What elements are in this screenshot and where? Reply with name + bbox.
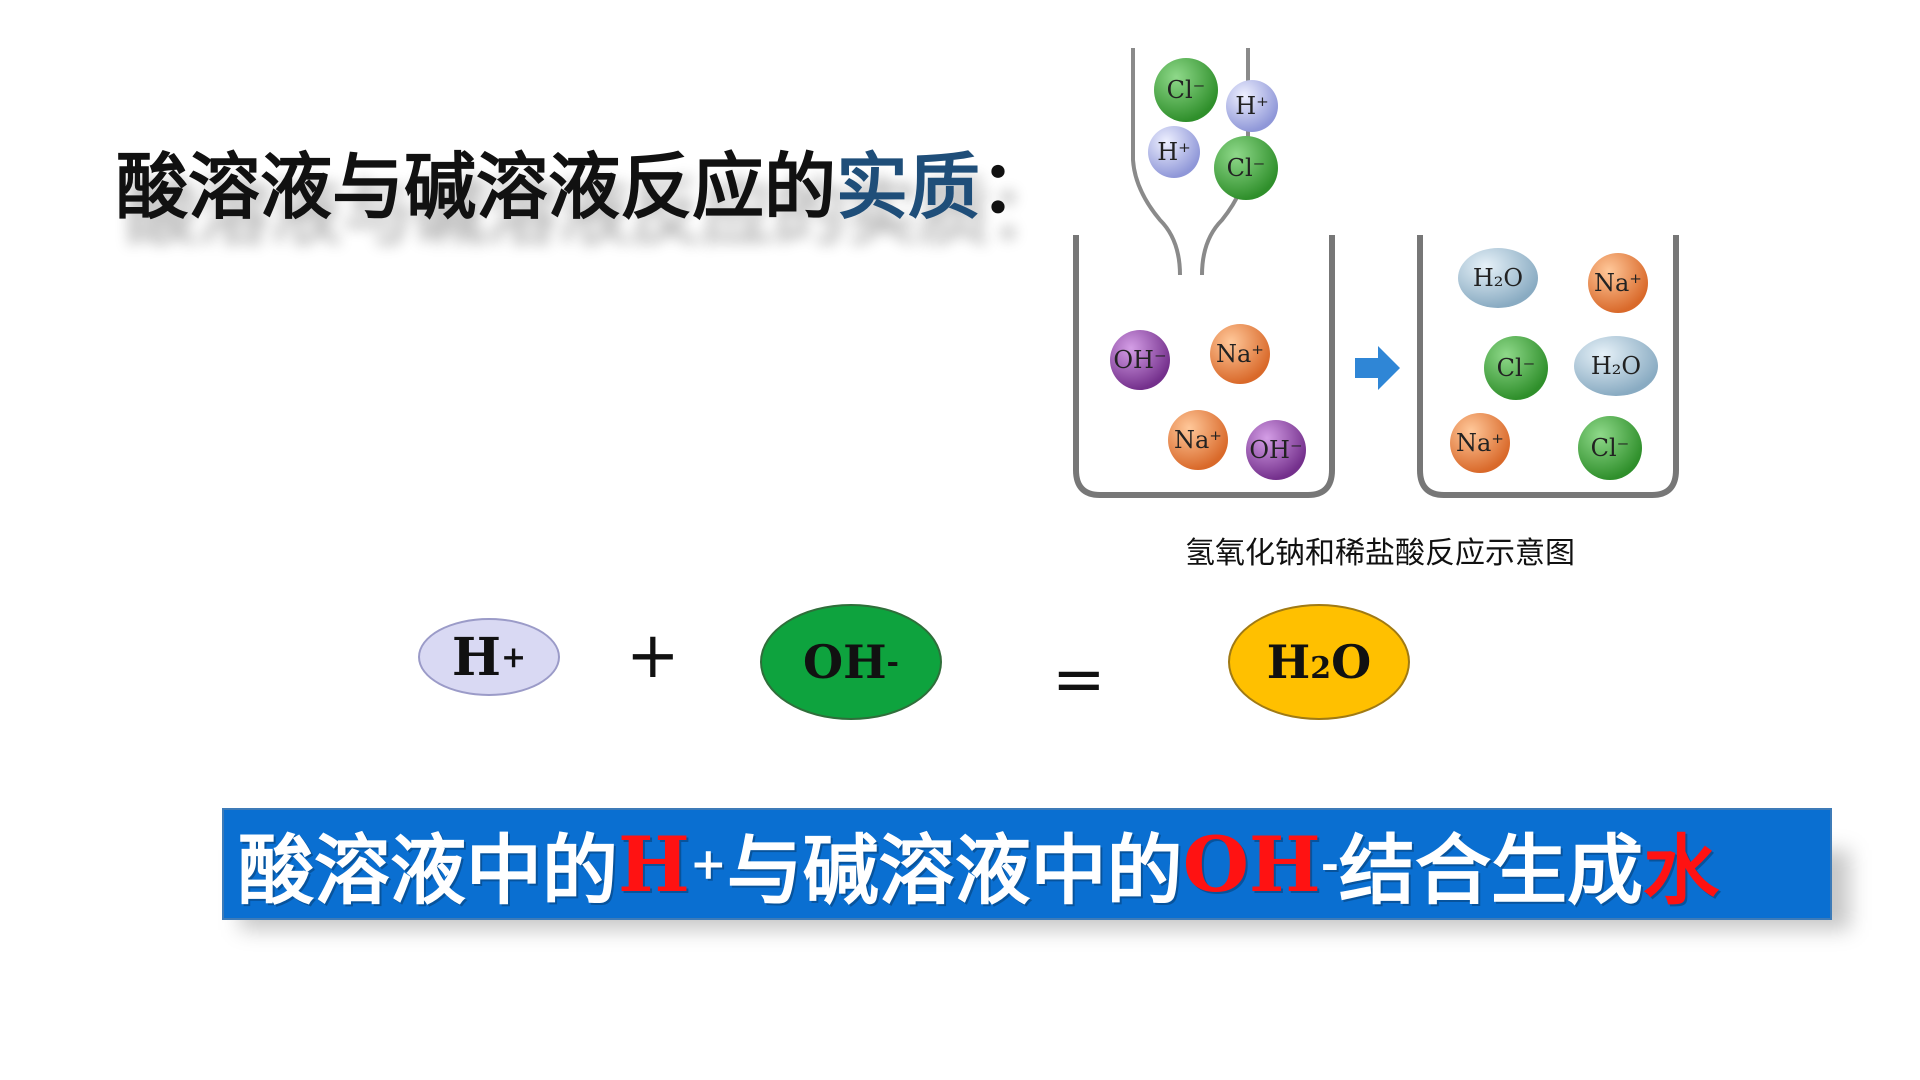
reaction-illustration: Cl⁻ H⁺ H⁺ Cl⁻ OH⁻ Na⁺ Na⁺ OH⁻ H₂O Na⁺ Cl… — [1073, 48, 1679, 498]
svg-text:H⁺: H⁺ — [1157, 138, 1191, 166]
illustration-caption: 氢氧化钠和稀盐酸反应示意图 — [1185, 536, 1575, 571]
ion-h: H⁺ — [1226, 80, 1278, 132]
plus-operator: + — [626, 619, 680, 693]
beaker-right — [1417, 235, 1679, 498]
arrow-icon — [1355, 346, 1400, 390]
ion-h2o: H₂O — [1458, 248, 1538, 308]
equation-h-ion: H+ — [418, 618, 560, 696]
svg-text:Na⁺: Na⁺ — [1456, 429, 1504, 457]
svg-text:H₂O: H₂O — [1473, 264, 1523, 292]
title-accent: 实质 — [836, 144, 981, 229]
svg-text:OH⁻: OH⁻ — [1249, 436, 1302, 464]
ion-cl: Cl⁻ — [1214, 136, 1278, 200]
ion-h2o: H₂O — [1574, 336, 1658, 396]
banner-h: H — [618, 819, 690, 909]
svg-text:Cl⁻: Cl⁻ — [1227, 154, 1266, 182]
banner-text-3: 结合生成 — [1338, 826, 1643, 915]
banner-text-2: 与碱溶液中的 — [726, 826, 1183, 915]
svg-text:Na⁺: Na⁺ — [1594, 269, 1642, 297]
water-o: O — [1331, 635, 1372, 689]
ion-h: H⁺ — [1148, 126, 1200, 178]
svg-text:H₂O: H₂O — [1591, 352, 1641, 380]
ion-na: Na⁺ — [1168, 410, 1228, 470]
oh-symbol: OH — [803, 635, 887, 689]
water-h: H — [1266, 635, 1311, 689]
banner-oh: OH — [1182, 819, 1321, 909]
svg-text:OH⁻: OH⁻ — [1113, 346, 1166, 374]
svg-text:Cl⁻: Cl⁻ — [1167, 76, 1206, 104]
svg-text:H⁺: H⁺ — [1235, 92, 1269, 120]
ion-na: Na⁺ — [1210, 324, 1270, 384]
banner-water: 水 — [1642, 826, 1719, 915]
ion-na: Na⁺ — [1450, 413, 1510, 473]
title-main: 酸溶液与碱溶液反应的 — [116, 144, 837, 229]
equation-oh-ion: OH- — [760, 604, 942, 720]
equals-operator: = — [1052, 643, 1106, 717]
ion-cl: Cl⁻ — [1484, 336, 1548, 400]
oh-charge: - — [886, 644, 899, 680]
ion-oh: OH⁻ — [1246, 420, 1306, 480]
banner-oh-charge: - — [1320, 838, 1339, 890]
svg-text:Na⁺: Na⁺ — [1174, 426, 1222, 454]
banner-h-charge: + — [689, 838, 727, 890]
h-symbol: H — [451, 626, 501, 688]
svg-text:Cl⁻: Cl⁻ — [1497, 354, 1536, 382]
ion-na: Na⁺ — [1588, 253, 1648, 313]
ion-oh: OH⁻ — [1110, 330, 1170, 390]
ion-cl: Cl⁻ — [1578, 416, 1642, 480]
slide-title: 酸溶液与碱溶液反应的实质： — [116, 128, 1052, 233]
beaker-left — [1073, 235, 1335, 498]
h-charge: + — [501, 639, 527, 675]
water-sub: 2 — [1310, 650, 1332, 686]
svg-text:Cl⁻: Cl⁻ — [1591, 434, 1630, 462]
svg-text:Na⁺: Na⁺ — [1216, 340, 1264, 368]
banner-text-1: 酸溶液中的 — [238, 826, 618, 915]
title-colon: ： — [980, 144, 1053, 229]
ion-cl: Cl⁻ — [1154, 58, 1218, 122]
